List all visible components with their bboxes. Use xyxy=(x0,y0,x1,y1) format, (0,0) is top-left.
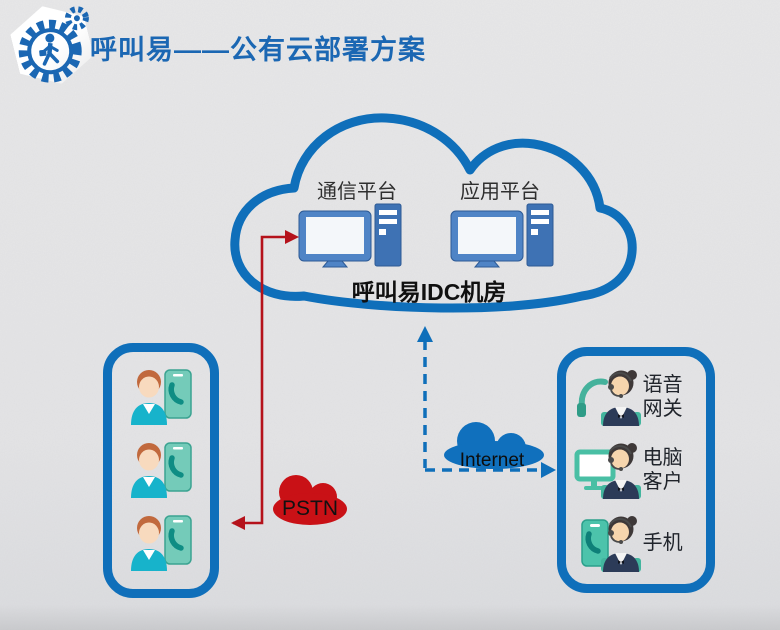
gear-logo xyxy=(18,6,89,83)
small-gear-icon xyxy=(64,6,89,31)
internet-connector xyxy=(417,326,556,478)
pstn-cloud: PSTN xyxy=(273,475,347,525)
comm-platform-label: 通信平台 xyxy=(317,181,397,203)
app-platform-label: 应用平台 xyxy=(460,181,540,203)
agent-computer-icon xyxy=(574,443,641,499)
desktop-computer-icon xyxy=(450,203,554,268)
client-label: 电脑客户 xyxy=(642,447,683,493)
arrowhead-left-icon xyxy=(231,516,245,530)
internet-cloud: Internet xyxy=(444,422,544,471)
client-row-voice-gateway: 语音网关 xyxy=(574,368,702,426)
pstn-label: PSTN xyxy=(282,497,338,520)
page-title: 呼叫易——公有云部署方案 xyxy=(90,35,426,65)
idc-room-label: 呼叫易IDC机房 xyxy=(351,279,507,305)
arrowhead-right-icon xyxy=(541,462,556,478)
client-row-mobile: 手机 xyxy=(574,514,702,572)
agent-headset-icon xyxy=(577,370,641,426)
caller-with-phone-icon xyxy=(131,369,192,425)
client-label: 语音网关 xyxy=(642,374,683,420)
internet-label: Internet xyxy=(460,450,525,471)
desktop-computer-icon xyxy=(298,203,402,268)
walking-person-icon xyxy=(39,33,60,66)
caller-with-phone-icon xyxy=(131,442,192,498)
client-row-pc-client: 电脑客户 xyxy=(574,441,702,499)
client-label: 手机 xyxy=(642,532,683,554)
caller-with-phone-icon xyxy=(131,515,192,571)
callers-box xyxy=(103,343,219,598)
clients-box: 语音网关 电脑客户 xyxy=(557,347,715,593)
agent-mobile-icon xyxy=(581,516,641,572)
